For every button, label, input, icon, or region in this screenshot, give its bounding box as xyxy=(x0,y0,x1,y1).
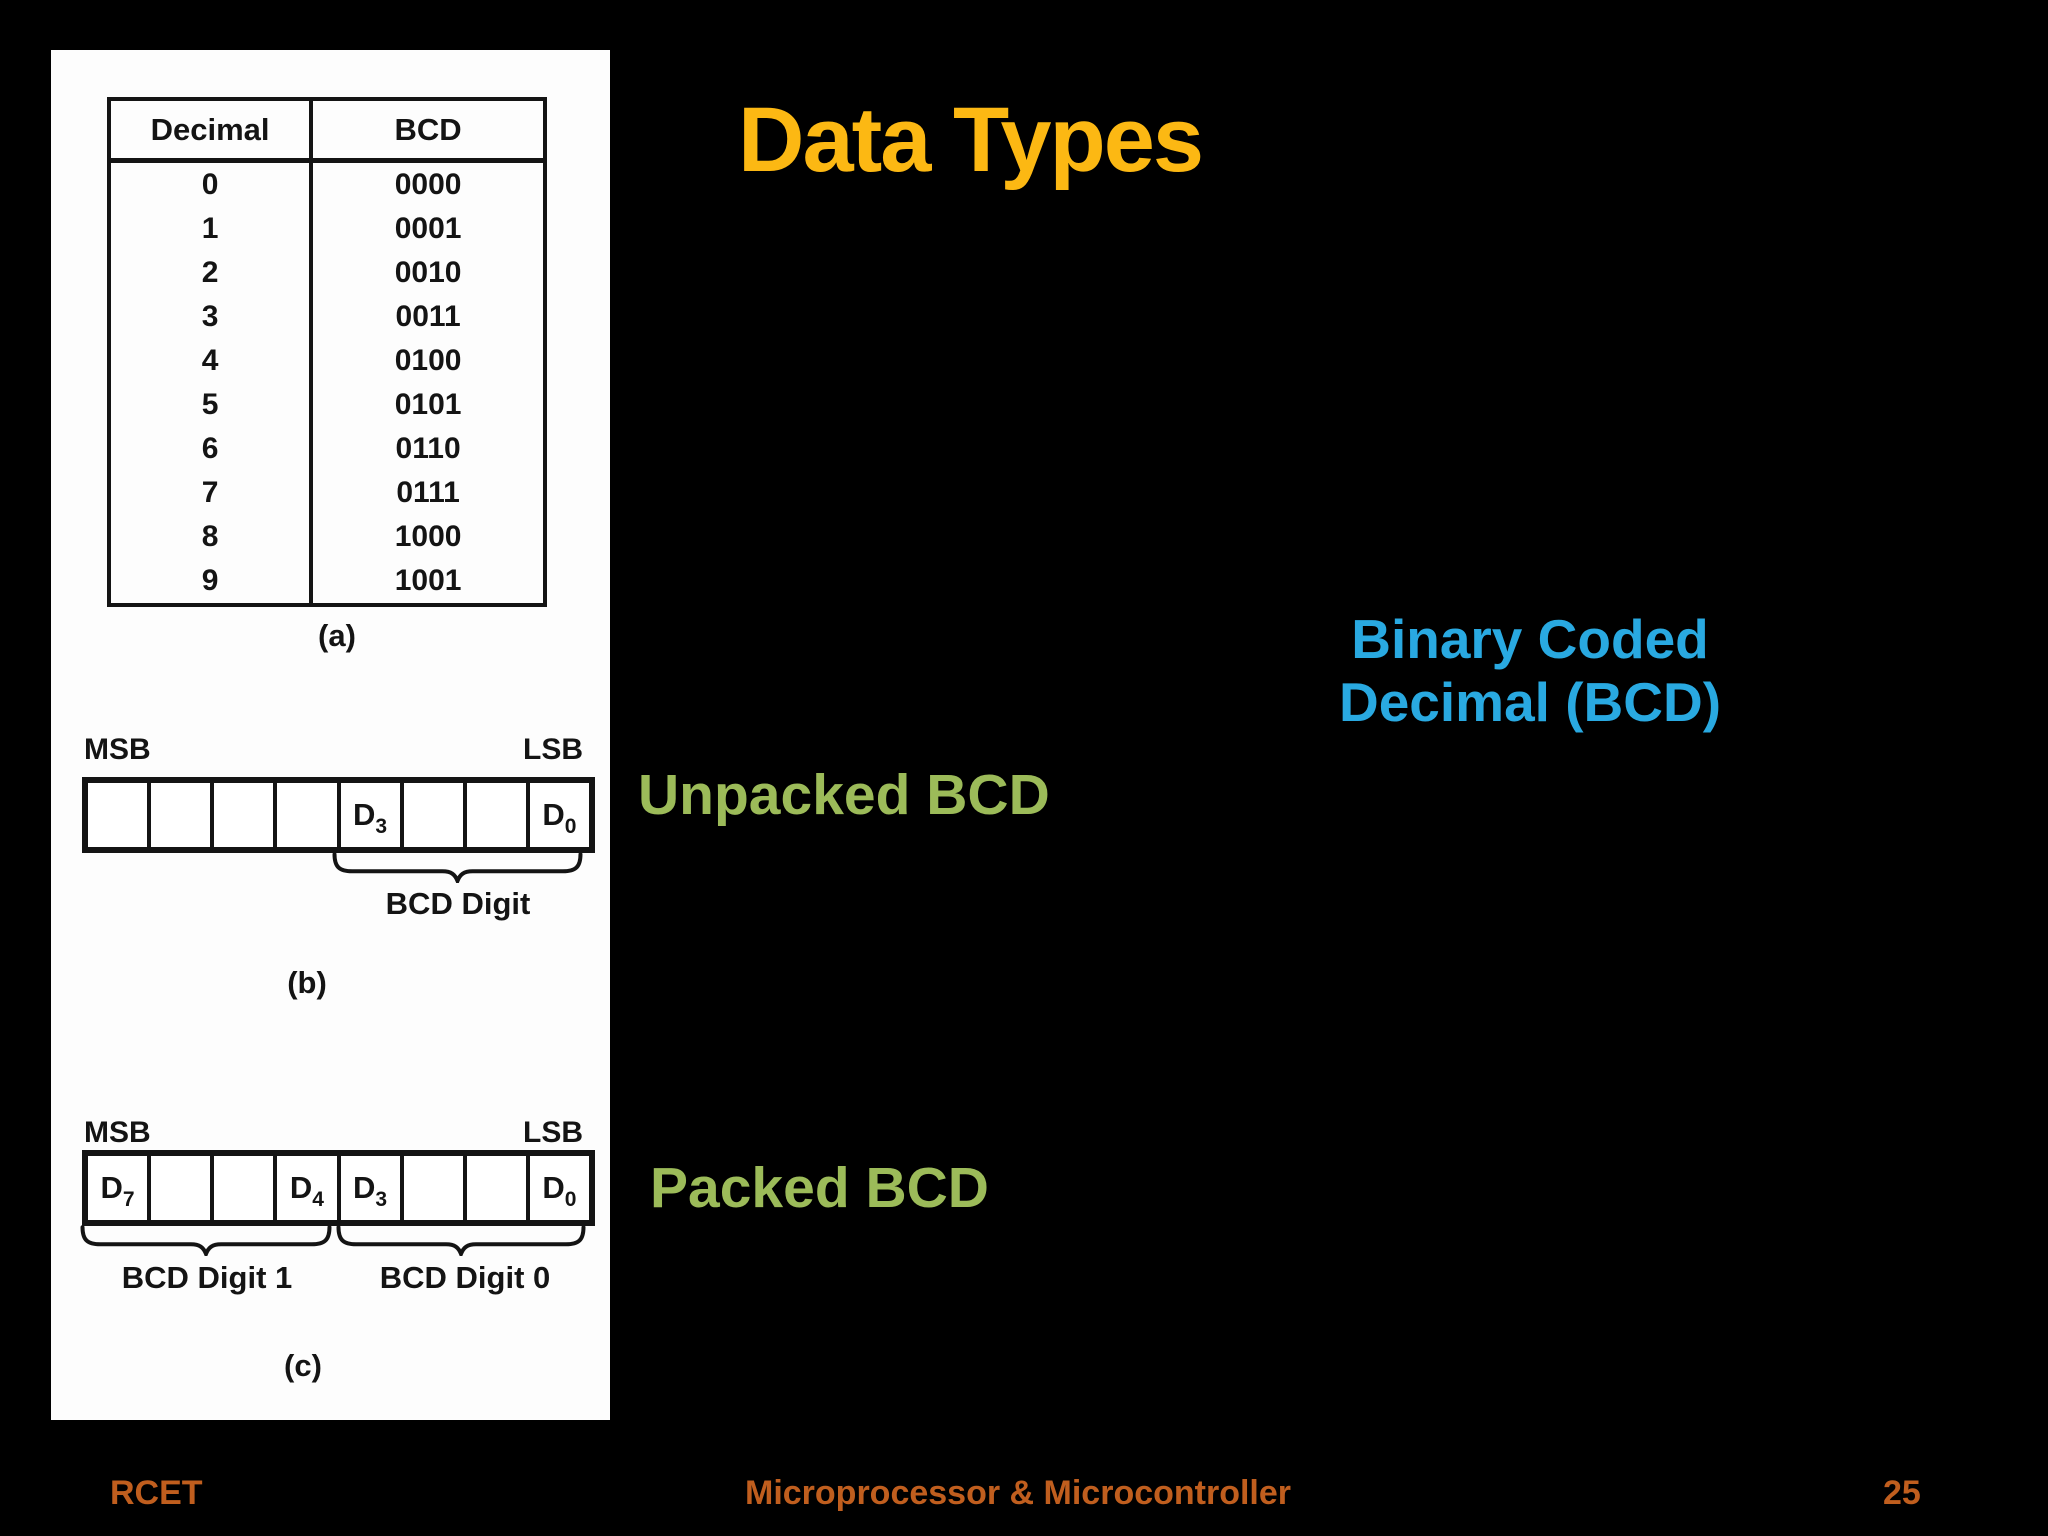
decimal-cell: 0 xyxy=(106,160,314,207)
bit-cell-empty xyxy=(151,1156,215,1220)
decimal-column-header: Decimal xyxy=(106,97,314,163)
bit-cell-d3: D3 xyxy=(341,1156,404,1220)
bit-cell-empty xyxy=(404,1156,467,1220)
bcd-heading-line2: Decimal (BCD) xyxy=(1338,671,1722,734)
bcd-cell: 0011 xyxy=(309,295,547,339)
bcd-digit-label: BCD Digit xyxy=(385,886,531,921)
bcd-digit-1-label: BCD Digit 1 xyxy=(121,1260,293,1295)
bcd-cell: 1001 xyxy=(309,559,547,605)
decimal-cell: 4 xyxy=(106,339,314,383)
bit-cell-empty xyxy=(467,1156,530,1220)
bit-cell-empty xyxy=(151,783,215,847)
decimal-cell: 5 xyxy=(106,383,314,427)
footer-page-number: 25 xyxy=(1883,1474,1921,1512)
msb-label-packed: MSB xyxy=(84,1116,151,1149)
decimal-cell: 3 xyxy=(106,295,314,339)
bcd-cell: 0010 xyxy=(309,251,547,295)
msb-label-unpacked: MSB xyxy=(84,733,151,766)
bcd-heading-line1: Binary Coded xyxy=(1351,608,1709,670)
decimal-cell: 7 xyxy=(106,471,314,515)
bcd-cell: 0111 xyxy=(309,471,547,515)
decimal-cell: 8 xyxy=(106,515,314,559)
bit-cell-d0: D0 xyxy=(542,797,577,838)
decimal-cell: 6 xyxy=(106,427,314,471)
bcd-column-header: BCD xyxy=(309,97,547,163)
footer-institution: RCET xyxy=(110,1474,203,1512)
bcd-cell: 0110 xyxy=(309,427,547,471)
bit-cell-empty xyxy=(88,783,152,847)
bcd-cell: 0101 xyxy=(309,383,547,427)
packed-bcd-label: Packed BCD xyxy=(650,1156,989,1220)
bcd-heading: Binary Coded Decimal (BCD) xyxy=(1310,608,1750,735)
decimal-cell: 9 xyxy=(106,559,314,605)
bcd-cell: 0100 xyxy=(309,339,547,383)
figure-caption-c: (c) xyxy=(284,1348,322,1383)
unpacked-bcd-register: D3 D0 xyxy=(82,777,595,853)
footer-course: Microprocessor & Microcontroller xyxy=(745,1474,1292,1512)
lsb-label-packed: LSB xyxy=(523,1116,583,1149)
bit-cell-d3: D3 xyxy=(341,783,404,847)
bcd-cell: 0001 xyxy=(309,207,547,251)
bit-cell-empty xyxy=(467,783,530,847)
table-header: Decimal BCD xyxy=(106,97,547,163)
underbrace-bcd-digit-1 xyxy=(80,1224,332,1256)
bit-cell-empty xyxy=(214,1156,278,1220)
figure-caption-a: (a) xyxy=(318,618,356,653)
bit-cell-empty xyxy=(214,783,278,847)
underbrace-bcd-digit xyxy=(332,851,583,883)
decimal-cell: 1 xyxy=(106,207,314,251)
bcd-cell: 0000 xyxy=(309,160,547,207)
bcd-digit-0-label: BCD Digit 0 xyxy=(379,1260,551,1295)
lsb-label-unpacked: LSB xyxy=(523,733,583,766)
decimal-cell: 2 xyxy=(106,251,314,295)
underbrace-bcd-digit-0 xyxy=(336,1224,586,1256)
bit-cell-empty xyxy=(404,783,467,847)
page-title: Data Types xyxy=(738,89,1204,191)
bit-cell-d4: D4 xyxy=(277,1156,341,1220)
table-header-row: Decimal BCD xyxy=(106,97,547,163)
unpacked-bcd-label: Unpacked BCD xyxy=(638,763,1050,827)
bit-cell-d7: D7 xyxy=(88,1156,152,1220)
bit-cell-d0: D0 xyxy=(542,1170,577,1211)
bit-cell-empty xyxy=(277,783,341,847)
figure-caption-b: (b) xyxy=(287,965,327,1000)
bcd-cell: 1000 xyxy=(309,515,547,559)
